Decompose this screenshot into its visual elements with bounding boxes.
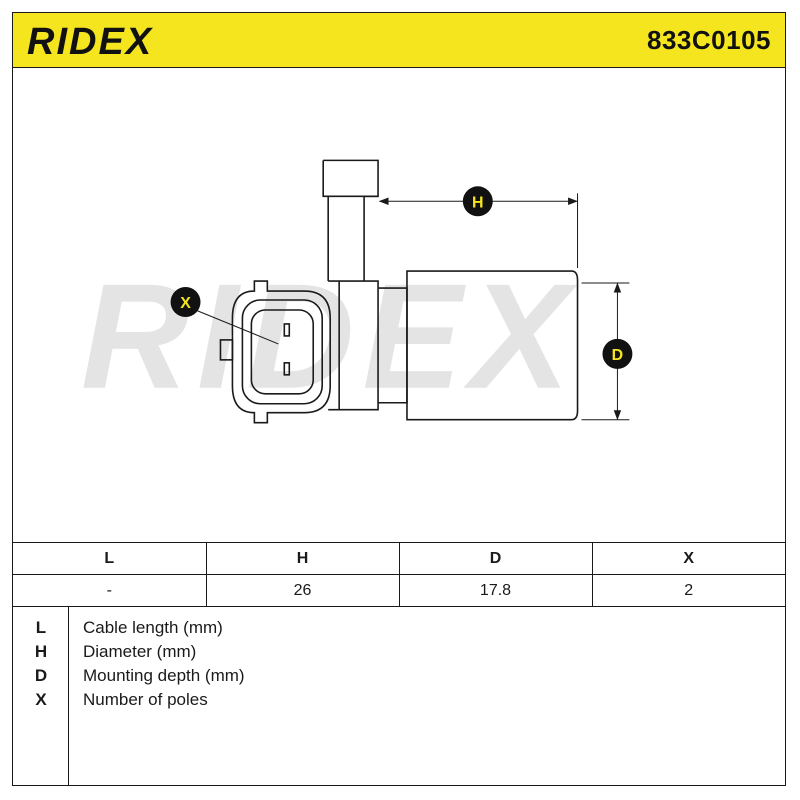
header-bar: RIDEX 833C0105	[13, 13, 785, 68]
legend-description: Diameter (mm)	[83, 642, 197, 661]
x-badge	[170, 287, 201, 317]
h-label: H	[472, 194, 484, 211]
table-row: - 26 17.8 2	[13, 574, 785, 607]
ridex-logo: RIDEX	[27, 21, 154, 61]
d-label: D	[612, 347, 624, 364]
cell-x: 2	[591, 574, 785, 607]
d-badge	[602, 338, 633, 369]
technical-drawing: RIDEX	[81, 159, 633, 424]
x-pointer	[195, 309, 279, 345]
legend-item: X Number of poles	[13, 690, 785, 714]
legend: L Cable length (mm) H Diameter (mm) D Mo…	[13, 606, 785, 785]
x-label: X	[180, 295, 191, 312]
watermark: RIDEX	[81, 253, 578, 420]
col-header-x: X	[591, 542, 785, 575]
legend-key: H	[34, 642, 48, 661]
table-header-row: L H D X	[13, 542, 785, 575]
part-number: 833C0105	[647, 25, 771, 55]
legend-description: Cable length (mm)	[83, 618, 223, 637]
legend-description: Number of poles	[83, 690, 208, 709]
svg-text:RIDEX: RIDEX	[27, 21, 154, 61]
col-header-h: H	[205, 542, 400, 575]
cell-l: -	[13, 574, 207, 607]
legend-item: L Cable length (mm)	[13, 618, 785, 642]
h-badge	[462, 186, 493, 217]
legend-key: D	[34, 666, 48, 685]
cell-d: 17.8	[398, 574, 593, 607]
col-header-l: L	[13, 542, 207, 575]
dimension-d	[581, 282, 630, 421]
legend-item: D Mounting depth (mm)	[13, 666, 785, 690]
sensor-outline	[219, 159, 579, 424]
cell-h: 26	[205, 574, 400, 607]
dimensions-table: L H D X - 26 17.8 2	[13, 542, 785, 607]
legend-item: H Diameter (mm)	[13, 642, 785, 666]
legend-divider	[68, 606, 69, 785]
legend-key: L	[35, 618, 47, 637]
col-header-d: D	[398, 542, 593, 575]
legend-description: Mounting depth (mm)	[83, 666, 245, 685]
datasheet: RIDEX 833C0105 RIDEX	[12, 12, 786, 786]
legend-key: X	[35, 690, 47, 709]
